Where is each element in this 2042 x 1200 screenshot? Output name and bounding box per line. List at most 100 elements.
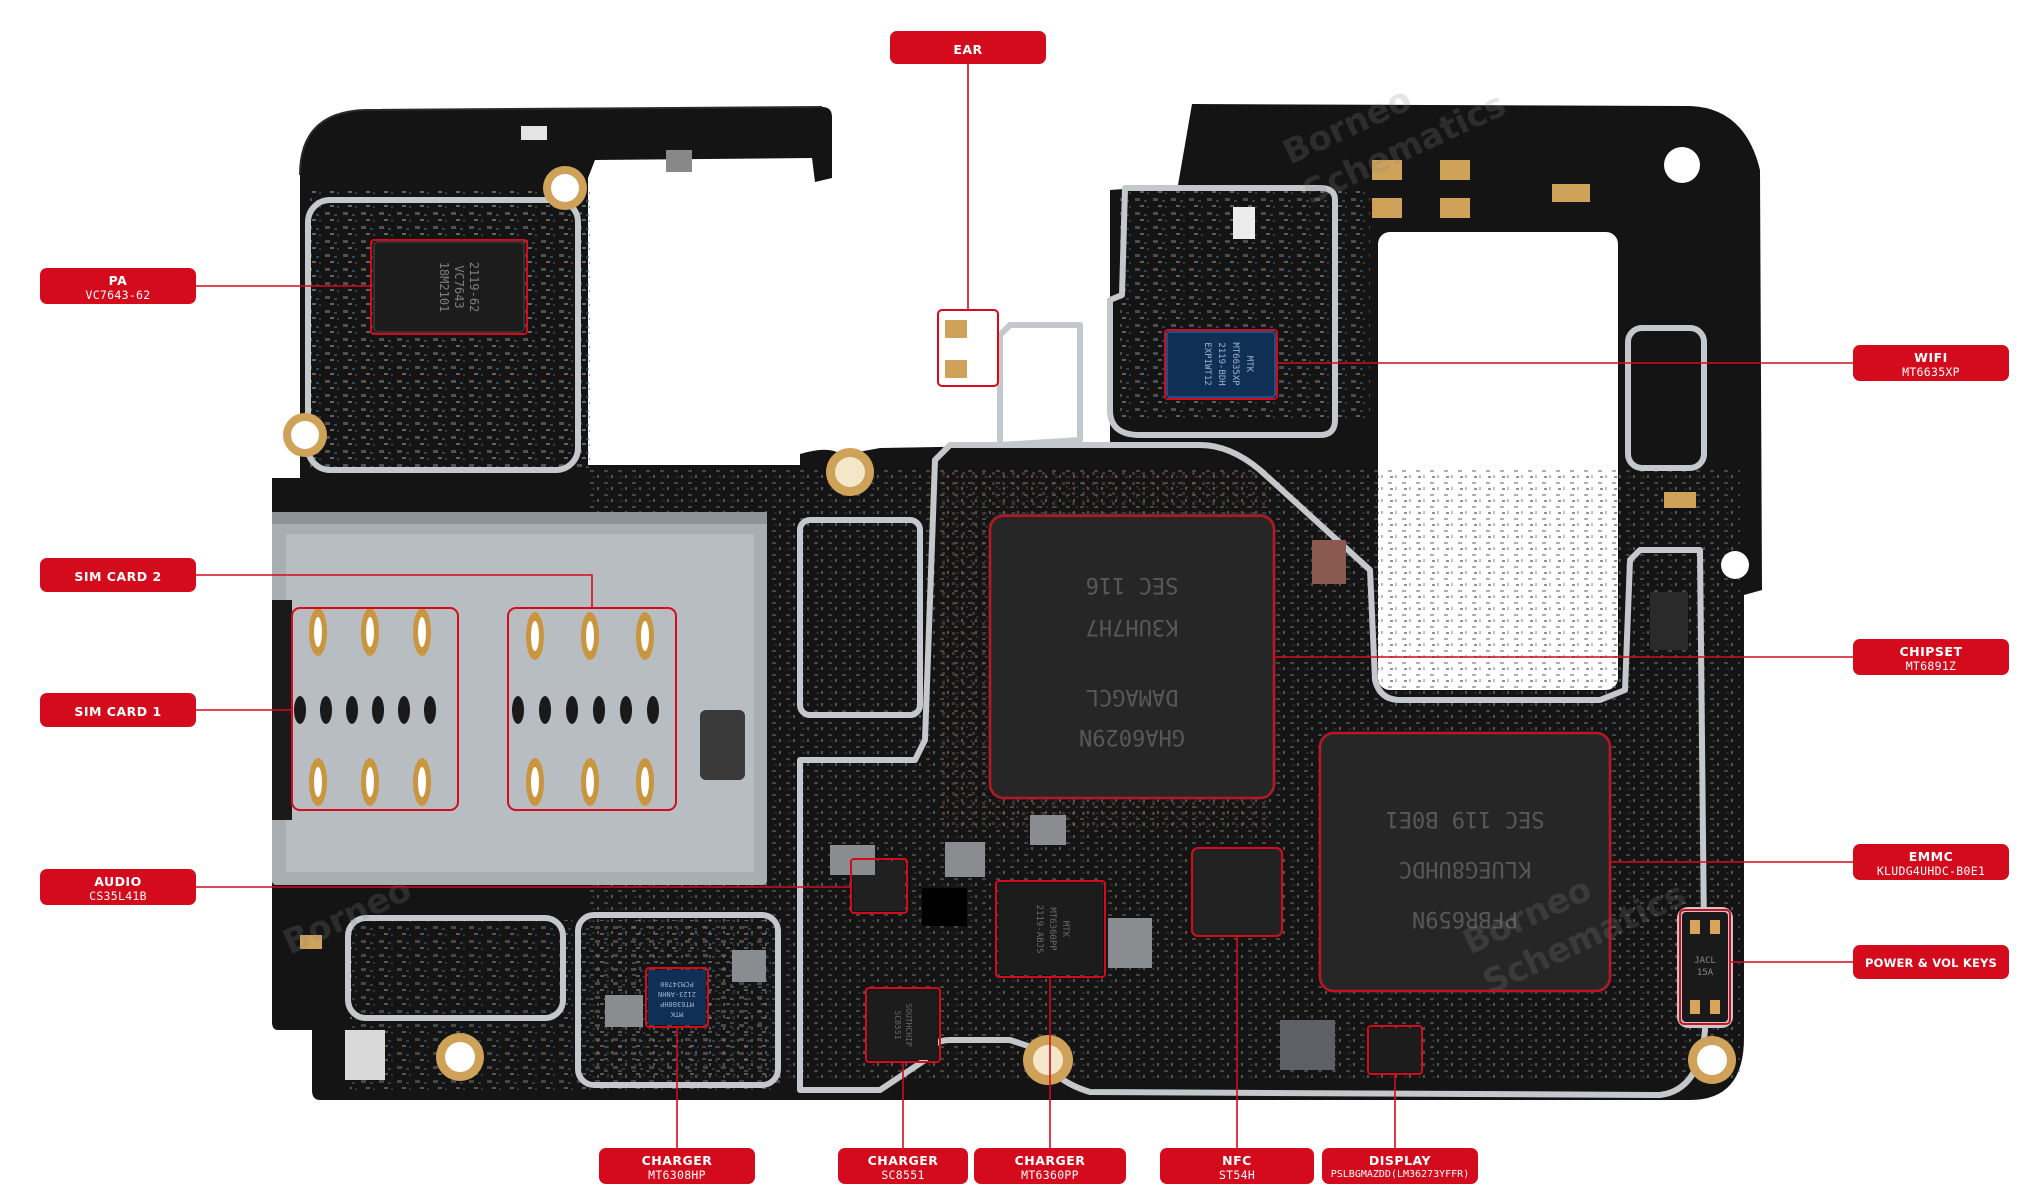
sim-contact-slot (372, 696, 384, 724)
screw-holes (283, 147, 1749, 1085)
wifi-chip-marking-3: 2119-BDH (1216, 342, 1226, 385)
charger3-marking-2: MT6360PP (1047, 907, 1057, 951)
sim-contact-slot (647, 696, 659, 724)
label-power-title: POWER & VOL KEYS (1864, 956, 1998, 970)
screw-hole (1688, 1036, 1736, 1084)
label-nfc-sub: ST54H (1218, 1168, 1256, 1182)
screw-hole (543, 166, 587, 210)
label-display-title: DISPLAY (1368, 1153, 1432, 1168)
label-pa-sub: VC7643-62 (85, 288, 151, 302)
highlight-audio (850, 858, 908, 914)
label-charger1-title: CHARGER (641, 1153, 713, 1168)
label-audio: AUDIO CS35L41B (40, 869, 196, 905)
charger3-marking-1: MTK (1060, 921, 1070, 938)
label-chipset: CHIPSET MT6891Z (1853, 639, 2009, 675)
emmc-marking-3: SEC 119 B0E1 (1386, 806, 1545, 831)
sim-pin-inner (641, 767, 649, 797)
emmc-marking-2: KLUEG8UHDC (1399, 856, 1531, 881)
label-sim1: SIM CARD 1 (40, 693, 196, 727)
leader-lines (196, 64, 1853, 1148)
power-marking-1: JACL (1694, 956, 1716, 966)
charger1-marking-3: 2123-ANHN (658, 990, 696, 998)
power-vol-keys-connector: JACL 15A (1682, 912, 1728, 1022)
cpu-marking-4: SEC 116 (1086, 572, 1179, 597)
label-nfc-title: NFC (1222, 1153, 1252, 1168)
cpu-marking-3: K3UH7H7 (1086, 614, 1179, 639)
label-charger3-title: CHARGER (1014, 1153, 1086, 1168)
pa-chip-marking-2: 2119-62 (467, 262, 481, 313)
sim-contacts (294, 608, 659, 806)
label-charger3-sub: MT6360PP (1021, 1168, 1079, 1182)
label-wifi: WIFI MT6635XP (1853, 345, 2009, 381)
label-charger2-title: CHARGER (867, 1153, 939, 1168)
nfc-chip (1191, 847, 1283, 937)
highlight-sim1 (291, 607, 459, 811)
screw-hole (436, 1033, 484, 1081)
sim-pin-inner (418, 617, 426, 647)
wifi-chip-marking-1: MTK (1244, 356, 1254, 373)
sim-contact-slot (566, 696, 578, 724)
screw-hole (1721, 551, 1749, 579)
highlight-pa (370, 239, 528, 335)
label-charger-mt6360pp: CHARGER MT6360PP (974, 1148, 1126, 1184)
label-charger-sc8551: CHARGER SC8551 (838, 1148, 968, 1184)
label-audio-title: AUDIO (94, 874, 142, 889)
label-wifi-title: WIFI (1914, 350, 1948, 365)
pa-chip-marking-1: VC7643 (452, 265, 466, 308)
cpu-chip: GHA6029N DAMAGCL K3UH7H7 SEC 116 (988, 513, 1276, 800)
sim-pin-inner (366, 617, 374, 647)
label-charger-mt6308hp: CHARGER MT6308HP (599, 1148, 755, 1184)
screw-hole (1664, 147, 1700, 183)
charger3-marking-3: 2119-ABJS (1034, 905, 1044, 954)
label-charger1-sub: MT6308HP (648, 1168, 706, 1182)
label-display: DISPLAY PSLBGMAZDD(LM36273YFFR) (1322, 1148, 1478, 1184)
power-marking-2: 15A (1697, 968, 1714, 978)
sim-contact-slot (294, 696, 306, 724)
label-emmc-title: EMMC (1908, 849, 1954, 864)
sim-pin-inner (314, 617, 322, 647)
misc-components (300, 126, 1696, 1080)
charger2-marking-2: SC8551 (893, 1011, 902, 1040)
sim-contact-slot (512, 696, 524, 724)
pa-chip: VC7643 2119-62 18M2101 (373, 241, 525, 333)
label-wifi-sub: MT6635XP (1902, 365, 1960, 379)
screw-hole (826, 448, 874, 496)
cpu-marking-2: DAMAGCL (1086, 684, 1179, 709)
label-ear: EAR (890, 31, 1046, 64)
label-sim2-title: SIM CARD 2 (74, 569, 162, 584)
sim-pin-inner (531, 767, 539, 797)
charger2-marking-1: SOUTHCHIP (904, 1003, 913, 1047)
label-emmc: EMMC KLUDG4UHDC-B0E1 (1853, 844, 2009, 880)
emmc-marking-1: PFBR659N (1412, 906, 1518, 931)
sim-contact-slot (346, 696, 358, 724)
pa-chip-marking-3: 18M2101 (437, 262, 451, 313)
label-chipset-title: CHIPSET (1899, 644, 1963, 659)
sim-contact-slot (398, 696, 410, 724)
highlight-power-keys (1679, 909, 1731, 1025)
sim-contact-slot (620, 696, 632, 724)
display-chip (1370, 1028, 1420, 1072)
charger1-marking-4: PCMJ4700 (660, 980, 694, 988)
wifi-chip-marking-4: EXPIWT12 (1202, 342, 1212, 385)
label-emmc-sub: KLUDG4UHDC-B0E1 (1876, 864, 1986, 878)
sim-pin-inner (314, 767, 322, 797)
sim-contact-slot (593, 696, 605, 724)
sim-pin-inner (531, 621, 539, 651)
label-ear-title: EAR (953, 42, 983, 57)
label-chipset-sub: MT6891Z (1905, 659, 1957, 673)
wifi-chip: MTK MT6635XP 2119-BDH EXPIWT12 (1166, 331, 1276, 398)
sim-pin-inner (366, 767, 374, 797)
screw-hole (283, 413, 327, 457)
label-pa-title: PA (108, 273, 128, 288)
sim-contact-slot (424, 696, 436, 724)
label-power-vol-keys: POWER & VOL KEYS (1853, 945, 2009, 979)
label-audio-sub: CS35L41B (89, 889, 147, 903)
sim-contact-slot (539, 696, 551, 724)
highlight-wifi (1164, 329, 1278, 400)
charger1-marking-2: MT6308HP (660, 1000, 694, 1008)
sim-pin-inner (418, 767, 426, 797)
charger-sc8551-chip: SOUTHCHIP SC8551 (868, 990, 938, 1060)
label-pa: PA VC7643-62 (40, 268, 196, 304)
sim-pin-inner (586, 767, 594, 797)
label-display-sub: PSLBGMAZDD(LM36273YFFR) (1330, 1169, 1470, 1180)
